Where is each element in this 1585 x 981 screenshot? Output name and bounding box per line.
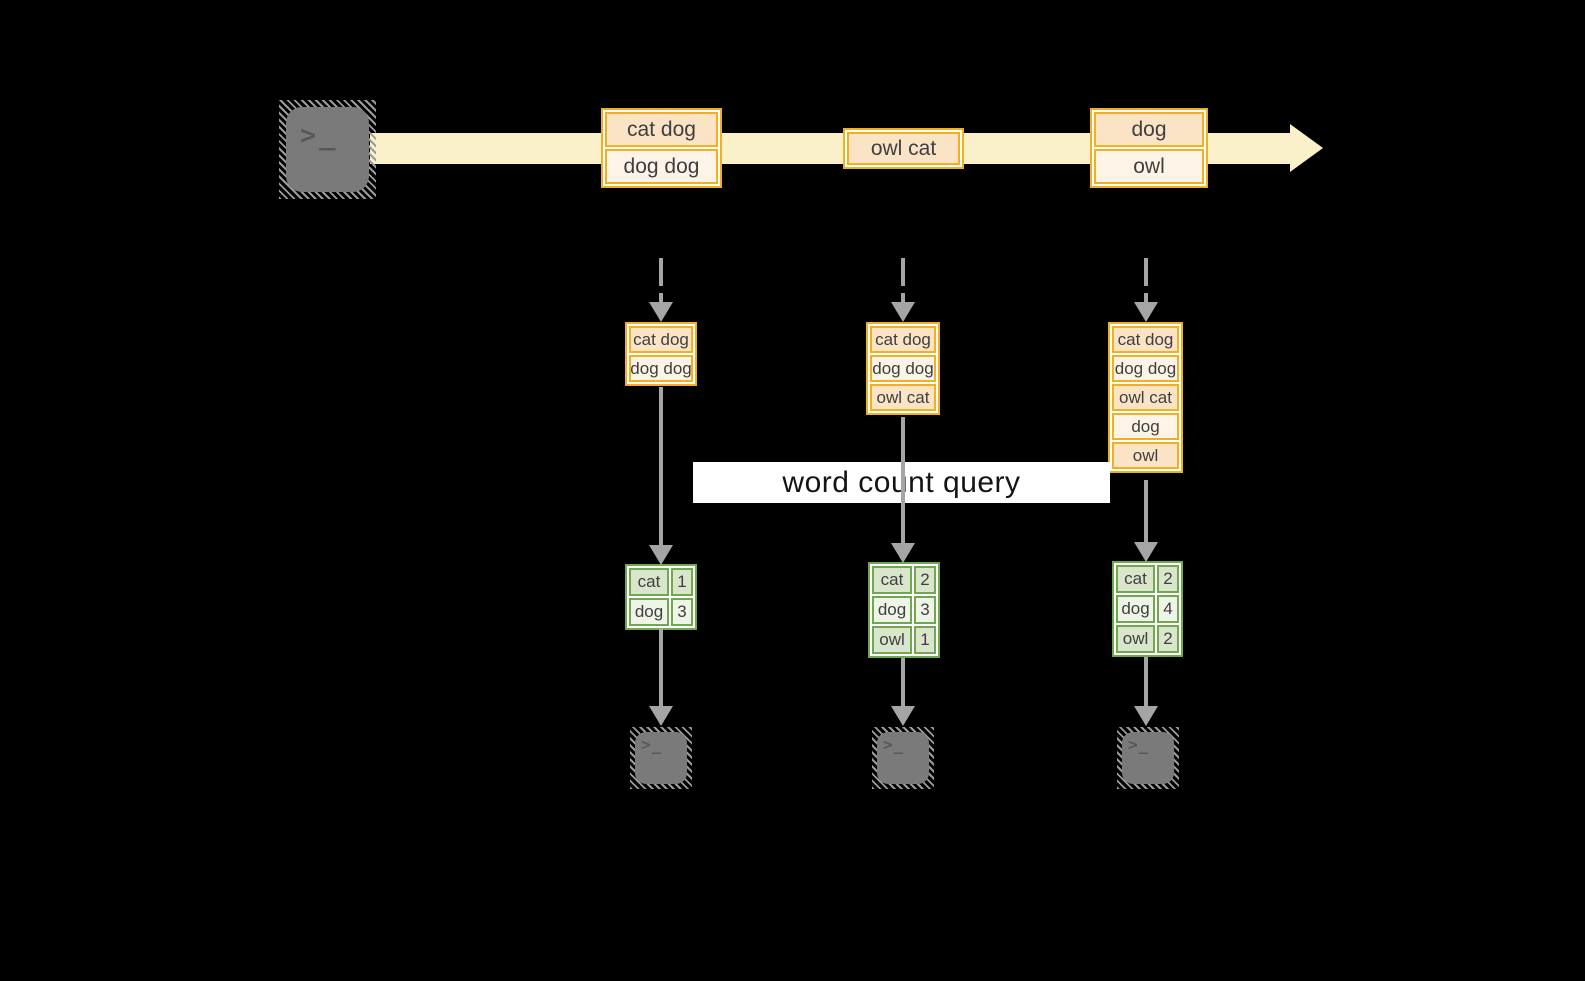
stream-window-1: cat dog dog dog: [601, 108, 722, 188]
terminal-prompt-icon: >_: [300, 120, 339, 151]
buffer-row: cat dog: [870, 326, 936, 353]
count-word: dog: [1116, 595, 1155, 623]
count-word: cat: [629, 568, 669, 596]
count-table-1: cat 1 dog 3: [625, 564, 697, 630]
arrow-line: [659, 628, 663, 708]
buffer-row: dog dog: [870, 355, 936, 382]
count-word: dog: [629, 598, 669, 626]
stream-window-row: cat dog: [605, 112, 718, 147]
buffer-row: owl cat: [870, 384, 936, 411]
stream-window-3: dog owl: [1090, 108, 1208, 188]
count-value: 2: [914, 566, 936, 594]
terminal-sink-icon: >_: [1117, 727, 1179, 789]
arrowhead-down-icon: [1134, 542, 1158, 562]
buffer-row: owl cat: [1112, 384, 1179, 411]
stream-window-row: dog dog: [605, 149, 718, 184]
arrow-line: [659, 387, 663, 547]
arrow-line: [1144, 480, 1148, 544]
terminal-body: [877, 732, 929, 784]
count-word: owl: [872, 626, 912, 654]
terminal-body: [635, 732, 687, 784]
stream-arrowhead: [1290, 124, 1323, 172]
buffer-box-3: cat dog dog dog owl cat dog owl: [1108, 322, 1183, 473]
buffer-row: cat dog: [1112, 326, 1179, 353]
buffer-row: dog dog: [1112, 355, 1179, 382]
stream-window-2: owl cat: [843, 128, 964, 169]
terminal-prompt-icon: >_: [1128, 735, 1150, 754]
arrowhead-down-icon: [891, 302, 915, 322]
dashed-arrow-line: [901, 258, 905, 304]
count-value: 1: [914, 626, 936, 654]
arrow-line: [901, 658, 905, 708]
count-table-3: cat 2 dog 4 owl 2: [1112, 561, 1183, 657]
stream-window-row: owl: [1094, 149, 1204, 184]
terminal-source-icon: >_: [279, 100, 376, 199]
stream-window-row: owl cat: [847, 132, 960, 165]
arrowhead-down-icon: [649, 545, 673, 565]
count-word: cat: [1116, 565, 1155, 593]
buffer-row: owl: [1112, 442, 1179, 469]
count-value: 3: [671, 598, 693, 626]
arrowhead-down-icon: [891, 706, 915, 726]
arrowhead-down-icon: [649, 706, 673, 726]
count-word: cat: [872, 566, 912, 594]
terminal-prompt-icon: >_: [641, 735, 663, 754]
arrow-line: [901, 417, 905, 545]
buffer-row: cat dog: [629, 326, 693, 353]
count-value: 3: [914, 596, 936, 624]
count-word: dog: [872, 596, 912, 624]
terminal-sink-icon: >_: [630, 727, 692, 789]
count-value: 2: [1157, 625, 1179, 653]
buffer-box-2: cat dog dog dog owl cat: [866, 322, 940, 415]
count-table-2: cat 2 dog 3 owl 1: [868, 562, 940, 658]
stream-window-row: dog: [1094, 112, 1204, 147]
count-value: 2: [1157, 565, 1179, 593]
arrowhead-down-icon: [891, 543, 915, 563]
buffer-box-1: cat dog dog dog: [625, 322, 697, 386]
arrowhead-down-icon: [649, 302, 673, 322]
arrowhead-down-icon: [1134, 706, 1158, 726]
buffer-row: dog dog: [629, 355, 693, 382]
terminal-prompt-icon: >_: [883, 735, 905, 754]
dashed-arrow-line: [659, 258, 663, 304]
count-value: 1: [671, 568, 693, 596]
arrow-line: [1144, 657, 1148, 708]
arrowhead-down-icon: [1134, 302, 1158, 322]
terminal-body: [1122, 732, 1174, 784]
terminal-body: [286, 107, 369, 192]
terminal-sink-icon: >_: [872, 727, 934, 789]
dashed-arrow-line: [1144, 258, 1148, 304]
count-value: 4: [1157, 595, 1179, 623]
count-word: owl: [1116, 625, 1155, 653]
buffer-row: dog: [1112, 413, 1179, 440]
